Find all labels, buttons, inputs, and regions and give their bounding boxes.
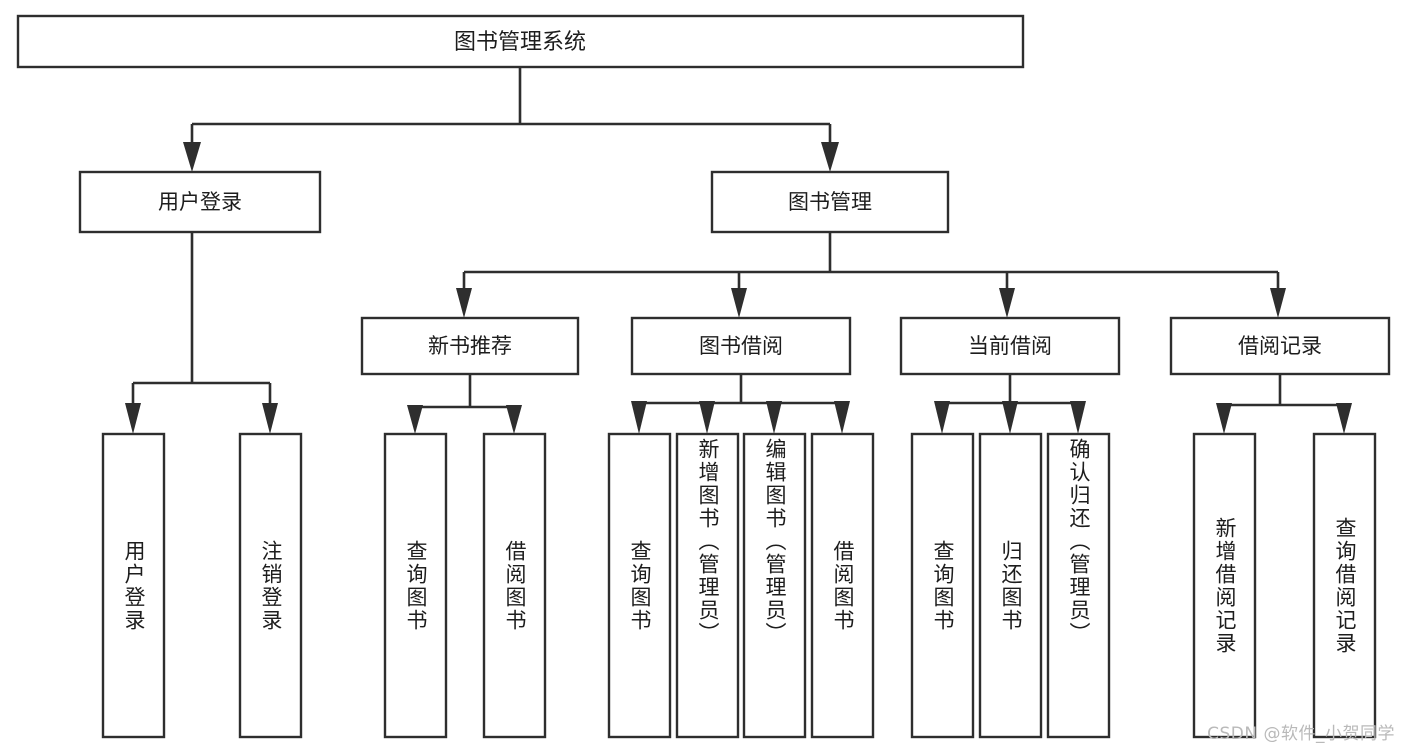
leaf-box-book-borrow-3[interactable]: [742, 432, 807, 739]
arrow-head-book-borrow-leaf-4: [834, 401, 850, 434]
connector-group-book-borrow: [631, 374, 850, 434]
connector-group-new-book-recommend: [407, 374, 522, 434]
leaf-box-current-borrow-3[interactable]: [1046, 432, 1111, 739]
node-label-book-manage: 图书管理: [788, 190, 872, 214]
arrow-head-book-manage: [821, 142, 839, 172]
arrow-head-current-borrow-leaf-1: [934, 401, 950, 434]
leaf-box-borrow-record-2[interactable]: [1312, 432, 1377, 739]
arrow-head-user-login: [183, 142, 201, 172]
arrow-head-user-login-leaf-2: [262, 403, 278, 434]
node-label-borrow-record: 借阅记录: [1238, 334, 1322, 358]
arrow-head-current-borrow-leaf-3: [1070, 401, 1086, 434]
node-box-book-borrow[interactable]: [630, 316, 852, 376]
connector-group-borrow-record: [1216, 374, 1352, 434]
leaf-box-user-login-1[interactable]: [101, 432, 166, 739]
connector-group-current-borrow: [934, 374, 1086, 434]
connector-group-root: [183, 67, 839, 172]
node-box-root[interactable]: [16, 14, 1025, 69]
leaf-box-user-login-2[interactable]: [238, 432, 303, 739]
leaf-box-book-borrow-4[interactable]: [810, 432, 875, 739]
arrow-head-book-borrow: [731, 288, 747, 318]
leaf-box-current-borrow-2[interactable]: [978, 432, 1043, 739]
connector-group-user-login: [125, 232, 278, 434]
node-label-root: 图书管理系统: [454, 30, 586, 55]
arrow-head-borrow-record-leaf-2: [1336, 403, 1352, 434]
node-box-current-borrow[interactable]: [899, 316, 1121, 376]
node-label-current-borrow: 当前借阅: [968, 334, 1052, 358]
node-box-book-manage[interactable]: [710, 170, 950, 234]
arrow-head-new-book-leaf-2: [506, 405, 522, 434]
arrow-head-current-borrow: [999, 288, 1015, 318]
leaf-box-new-book-2[interactable]: [482, 432, 547, 739]
node-label-book-borrow: 图书借阅: [699, 334, 783, 358]
node-label-new-book-recommend: 新书推荐: [428, 334, 512, 358]
arrow-head-current-borrow-leaf-2: [1002, 401, 1018, 434]
arrow-head-book-borrow-leaf-1: [631, 401, 647, 434]
leaf-box-current-borrow-1[interactable]: [910, 432, 975, 739]
arrow-head-borrow-record: [1270, 288, 1286, 318]
leaf-box-book-borrow-1[interactable]: [607, 432, 672, 739]
connector-group-book-manage: [456, 232, 1286, 318]
leaf-box-book-borrow-2[interactable]: [675, 432, 740, 739]
csdn-watermark: CSDN @软件_小贺同学: [1207, 724, 1395, 744]
leaf-box-borrow-record-1[interactable]: [1192, 432, 1257, 739]
node-box-borrow-record[interactable]: [1169, 316, 1391, 376]
node-box-user-login[interactable]: [78, 170, 322, 234]
arrow-head-book-borrow-leaf-3: [766, 401, 782, 434]
node-label-user-login: 用户登录: [158, 190, 242, 214]
node-box-new-book-recommend[interactable]: [360, 316, 580, 376]
leaf-box-new-book-1[interactable]: [383, 432, 448, 739]
arrow-head-new-book-leaf-1: [407, 405, 423, 434]
arrow-head-user-login-leaf-1: [125, 403, 141, 434]
arrow-head-borrow-record-leaf-1: [1216, 403, 1232, 434]
arrow-head-book-borrow-leaf-2: [699, 401, 715, 434]
arrow-head-new-book-recommend: [456, 288, 472, 318]
